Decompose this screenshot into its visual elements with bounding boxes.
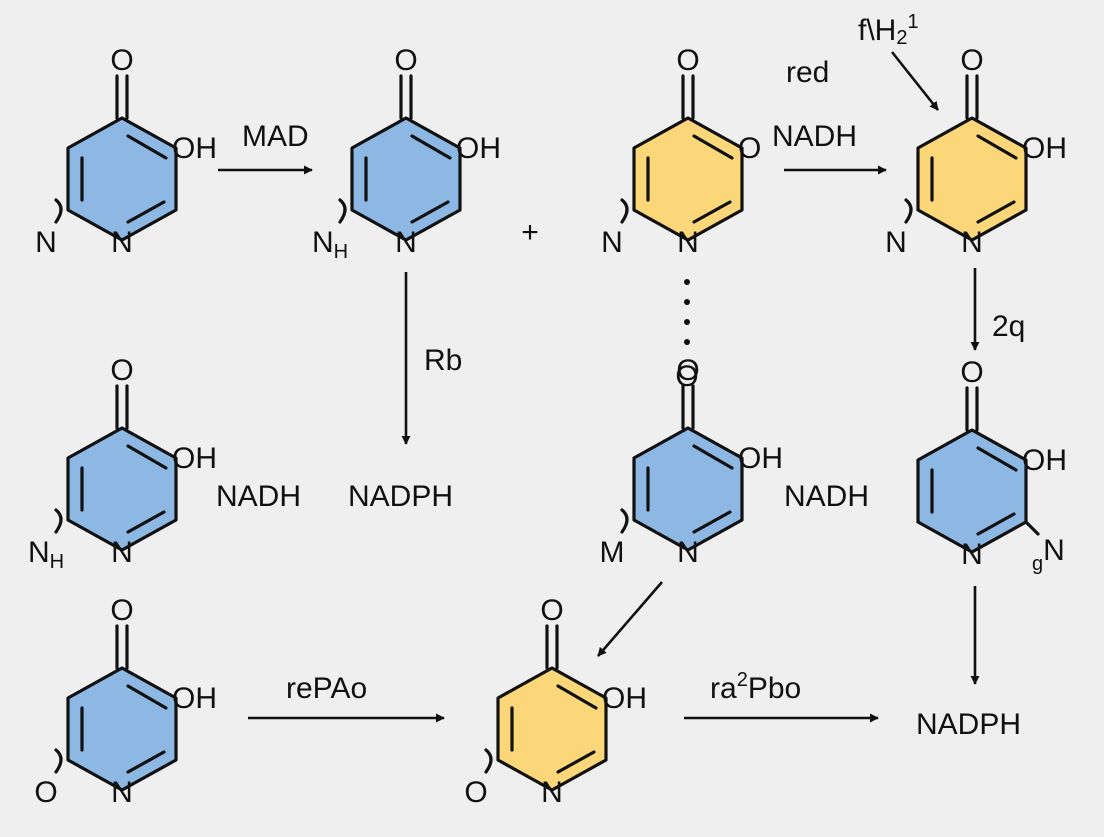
carbonyl-o-label: O bbox=[110, 354, 133, 387]
ring-fill bbox=[632, 116, 744, 242]
label-2q: 2q bbox=[992, 310, 1025, 343]
arrow-fh2 bbox=[890, 51, 940, 111]
label-nadph-mid: NADPH bbox=[348, 480, 453, 513]
carbonyl-o-label: O bbox=[394, 44, 417, 77]
hydroxyl-label: OH bbox=[172, 442, 217, 475]
side-atom-label: O bbox=[34, 776, 57, 809]
label-nadh-mid-right: NADH bbox=[784, 480, 869, 513]
molecule-ring-5: O OH N NH bbox=[28, 354, 217, 573]
carbonyl-o-label: O bbox=[676, 354, 699, 387]
arrow-ring6-to-ring9 bbox=[597, 581, 663, 657]
label-repao: rePAo bbox=[286, 672, 367, 705]
side-atom-label: NH bbox=[312, 226, 348, 263]
hydroxyl-label: OH bbox=[602, 682, 647, 715]
hydroxyl-label: OH bbox=[172, 682, 217, 715]
label-rb: Rb bbox=[424, 344, 462, 377]
ring-n-label: N bbox=[111, 536, 133, 569]
hydroxyl-label: OH bbox=[456, 132, 501, 165]
arrows bbox=[218, 51, 980, 723]
extra-n-label: gN bbox=[1032, 534, 1065, 575]
label-nadh-mid-left: NADH bbox=[216, 480, 301, 513]
ring-n-label: N bbox=[111, 776, 133, 809]
dotted-o-label: O bbox=[675, 360, 698, 393]
label-ra2pbo: ra2Pbo bbox=[710, 669, 801, 705]
molecule-ring-9: O OH N O bbox=[464, 594, 647, 809]
carbonyl-o-label: O bbox=[110, 594, 133, 627]
ring-fill bbox=[66, 116, 178, 242]
labels: MAD red NADH f\H21 + Rb 2q NADH NADPH NA… bbox=[216, 11, 1025, 741]
ring-fill bbox=[350, 116, 462, 242]
hydroxyl-label: OH bbox=[1022, 132, 1067, 165]
carbonyl-o-label: O bbox=[540, 594, 563, 627]
molecule-ring-2: O OH N NH bbox=[312, 44, 501, 263]
ring-fill bbox=[496, 666, 608, 792]
side-atom-label: M bbox=[600, 536, 625, 569]
carbonyl-o-label: O bbox=[960, 44, 983, 77]
side-atom-label: NH bbox=[28, 536, 64, 573]
carbonyl-o-label: O bbox=[676, 44, 699, 77]
molecule-ring-8: O OH N O bbox=[34, 594, 217, 809]
molecule-ring-3: O O N N bbox=[601, 44, 761, 259]
label-mad: MAD bbox=[242, 120, 309, 153]
ring-n-label: N bbox=[541, 776, 563, 809]
molecule-ring-1: O OH N N bbox=[35, 44, 217, 259]
ring-fill bbox=[66, 666, 178, 792]
ring-fill bbox=[916, 116, 1028, 242]
ring-n-label: N bbox=[961, 226, 983, 259]
label-red: red bbox=[786, 56, 829, 89]
ring-n-label: N bbox=[395, 226, 417, 259]
ring-n-label: N bbox=[961, 538, 983, 571]
hydroxyl-label: OH bbox=[738, 442, 783, 475]
ring-n-label: N bbox=[677, 536, 699, 569]
ring-fill bbox=[916, 428, 1028, 554]
carbonyl-o-label: O bbox=[960, 356, 983, 389]
hydroxyl-label: OH bbox=[1022, 444, 1067, 477]
label-nadh-top: NADH bbox=[772, 120, 857, 153]
hydroxyl-label: OH bbox=[172, 132, 217, 165]
carbonyl-o-label: O bbox=[110, 44, 133, 77]
label-plus: + bbox=[521, 216, 539, 249]
side-atom-label: O bbox=[464, 776, 487, 809]
label-fh2: f\H21 bbox=[858, 11, 919, 49]
ring-fill bbox=[66, 426, 178, 552]
ring-n-label: N bbox=[677, 226, 699, 259]
molecule-ring-4: O OH N N bbox=[885, 44, 1067, 259]
molecule-ring-6: O OH N M bbox=[600, 354, 784, 569]
hydroxyl-label: O bbox=[738, 132, 761, 165]
dotted-link: O bbox=[675, 279, 699, 393]
ring-n-label: N bbox=[111, 226, 133, 259]
ring-fill bbox=[632, 426, 744, 552]
label-nadph-bottom: NADPH bbox=[916, 708, 1021, 741]
side-atom-label: N bbox=[885, 226, 907, 259]
side-atom-label: N bbox=[601, 226, 623, 259]
side-atom-label: N bbox=[35, 226, 57, 259]
